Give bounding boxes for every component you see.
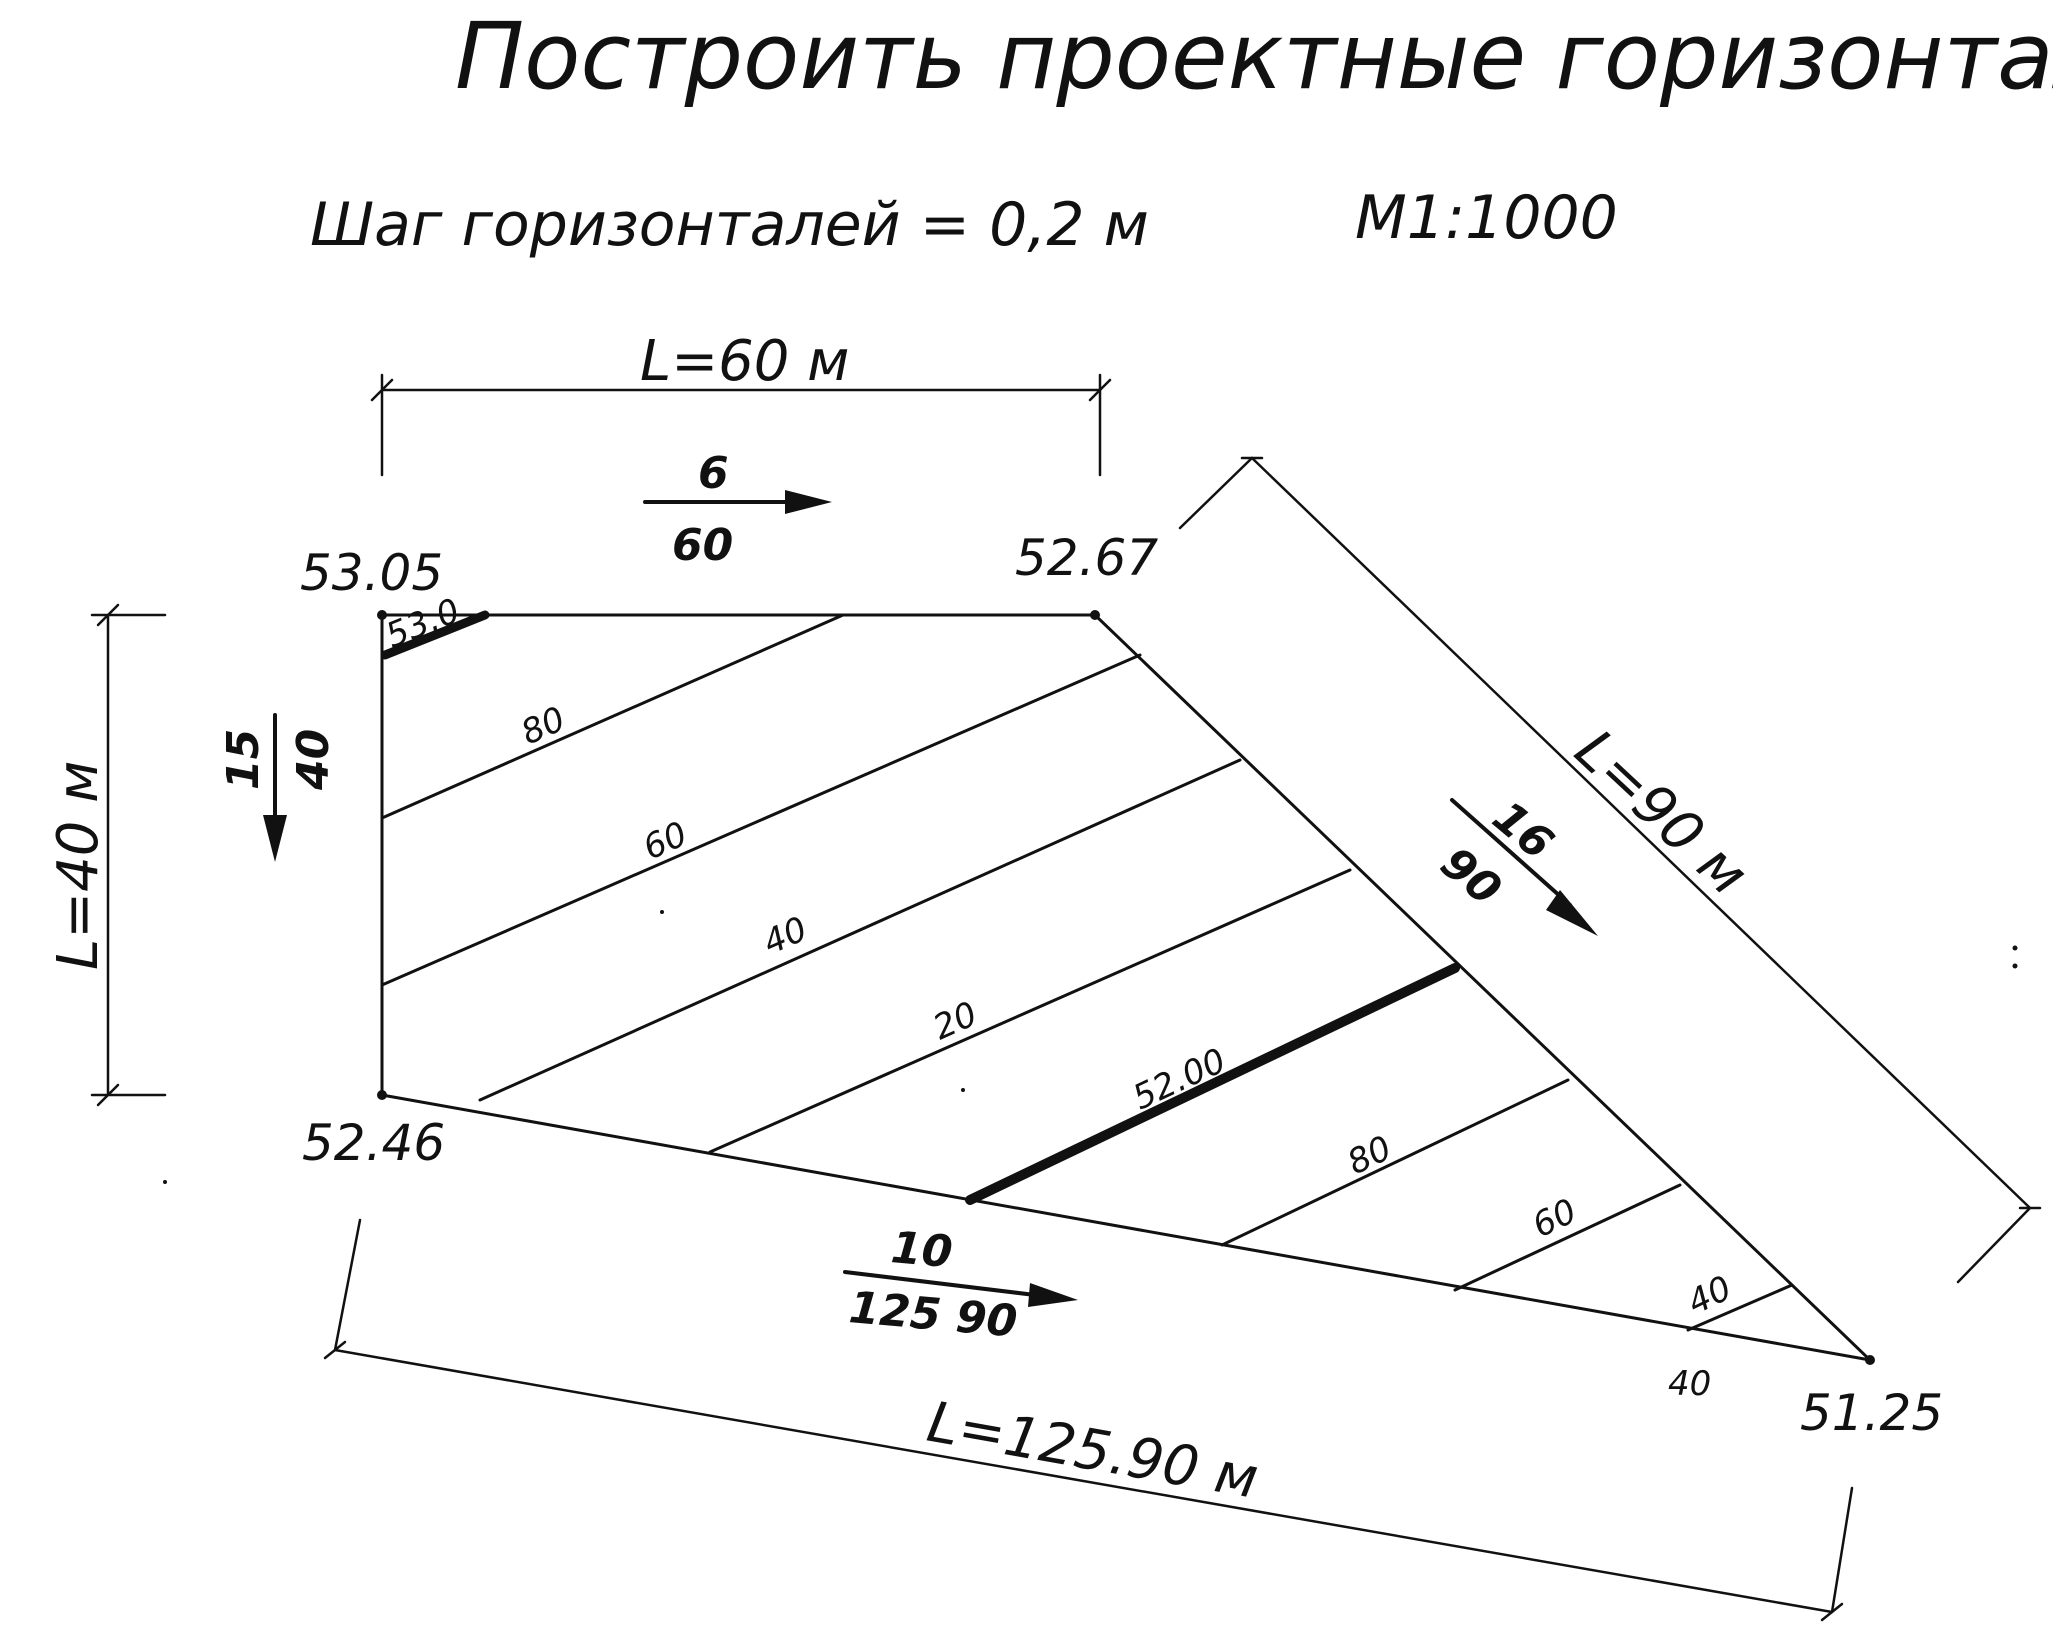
contour-line-52-20	[708, 868, 1352, 1154]
contour-label: 52.00	[1127, 1041, 1232, 1118]
plot-outline	[380, 613, 1875, 1363]
slope-top-denominator: 60	[672, 520, 733, 571]
dimension-left	[90, 603, 167, 1107]
contour-line-52-00	[965, 963, 1460, 1205]
contour-line-52-80	[380, 613, 845, 820]
dimension-left-label: L=40 м	[46, 761, 111, 970]
slope-right-numerator: 16	[1483, 791, 1563, 869]
contour-label: 60	[637, 814, 693, 868]
slope-indicator-right: 16 90	[1431, 791, 1598, 936]
contour-line-51-80	[1220, 1078, 1570, 1247]
elevation-top-right: 52.67	[1015, 529, 1158, 587]
contour-label: 60	[1526, 1191, 1582, 1246]
slope-indicator-top: 6 60	[643, 448, 832, 571]
slope-indicator-bottom: 10 125 90	[843, 1222, 1078, 1348]
elevation-bottom-right: 51.25	[1800, 1384, 1943, 1442]
dimension-top	[370, 373, 1112, 477]
dimension-right-label: L=90 м	[1562, 718, 1760, 908]
contour-line-51-40	[1686, 1283, 1794, 1332]
contour-label: 40	[1668, 1364, 1711, 1404]
contour-label: 40	[1681, 1268, 1737, 1323]
contour-line-53-00	[380, 610, 490, 660]
ink-dot	[163, 1180, 167, 1184]
slope-indicator-left: 15 40	[218, 713, 339, 862]
dimension-right	[1178, 456, 2042, 1284]
corner-point-bottom-left	[377, 1090, 387, 1100]
contour-label: 80	[1341, 1128, 1397, 1183]
slope-left-numerator: 15	[218, 729, 269, 790]
contour-line-52-60	[380, 653, 1142, 987]
dimension-top-label: L=60 м	[640, 329, 849, 394]
contour-label: 80	[515, 699, 571, 753]
page-title: Построить проектные горизонтали	[455, 3, 2053, 110]
contour-label: 20	[927, 994, 983, 1048]
scale-label: М1:1000	[1355, 183, 1618, 253]
ink-dot	[2012, 963, 2018, 969]
contour-line-51-60	[1453, 1183, 1682, 1292]
ink-dot	[2012, 945, 2018, 951]
dimension-bottom	[323, 1218, 1854, 1622]
corner-point-top-right	[1090, 610, 1100, 620]
slope-right-denominator: 90	[1431, 837, 1511, 915]
ink-dot	[660, 910, 664, 914]
contour-lines	[380, 610, 1794, 1332]
contour-line-52-40	[478, 758, 1242, 1102]
corner-point-bottom-right	[1865, 1355, 1875, 1365]
dimension-bottom-label: L=125.90 м	[923, 1390, 1263, 1512]
elevation-bottom-left: 52.46	[302, 1114, 445, 1172]
contour-step-label: Шаг горизонталей = 0,2 м	[310, 190, 1149, 260]
ink-dot	[961, 1088, 965, 1092]
slope-top-numerator: 6	[698, 448, 729, 499]
corner-point-top-left	[377, 610, 387, 620]
slope-bottom-numerator: 10	[889, 1222, 954, 1278]
slope-left-denominator: 40	[288, 729, 339, 791]
elevation-top-left: 53.05	[300, 544, 443, 602]
